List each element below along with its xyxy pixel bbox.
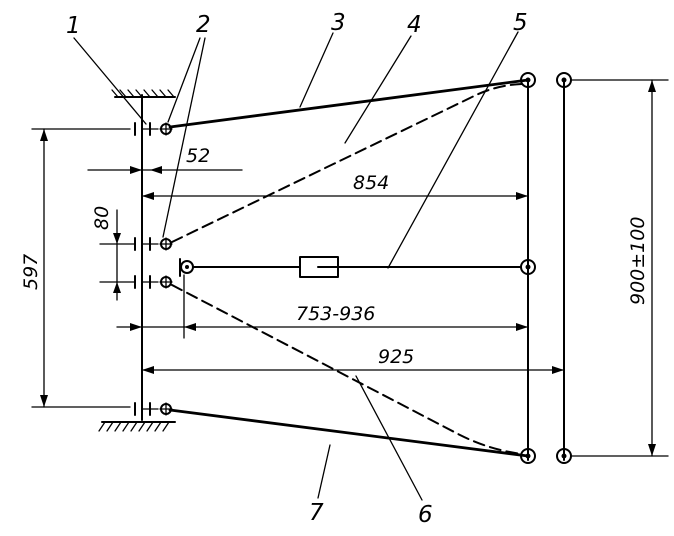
dim-label-925: 925: [378, 346, 414, 368]
callout-1: 1: [66, 13, 81, 39]
dim-52: [87, 166, 243, 174]
callout-5: 5: [513, 10, 528, 36]
leader-lines: [73, 31, 519, 501]
dim-854: [141, 192, 529, 200]
lower-solid-brace: [168, 408, 530, 458]
dim-label-597: 597: [20, 254, 42, 290]
dim-label-80: 80: [91, 206, 113, 230]
callout-7: 7: [309, 500, 324, 526]
upper-solid-brace: [168, 78, 530, 129]
dim-label-854: 854: [353, 172, 389, 194]
callout-3: 3: [331, 10, 346, 36]
mount-point-lower-mid: [134, 275, 173, 289]
dim-label-753-936: 753-936: [296, 303, 375, 325]
dim-900: [571, 79, 669, 457]
mount-point-upper-mid: [134, 237, 173, 251]
dim-753-936: [116, 274, 529, 339]
mount-point-bottom: [134, 402, 173, 416]
upper-dashed-brace: [171, 83, 523, 243]
callout-6: 6: [418, 502, 433, 528]
callout-2: 2: [196, 12, 211, 38]
dim-80: [99, 209, 136, 301]
adjustable-strut: [192, 256, 522, 278]
mount-point-strut: [179, 258, 194, 277]
right-joints: [520, 72, 572, 464]
wall-frame: [98, 89, 176, 432]
dim-label-52: 52: [186, 145, 210, 167]
dim-925: [141, 366, 565, 374]
mount-point-top: [134, 122, 173, 136]
right-verticals: [527, 79, 565, 461]
callout-4: 4: [407, 12, 422, 38]
dim-597: [31, 128, 131, 408]
dim-label-900: 900±100: [627, 217, 649, 305]
